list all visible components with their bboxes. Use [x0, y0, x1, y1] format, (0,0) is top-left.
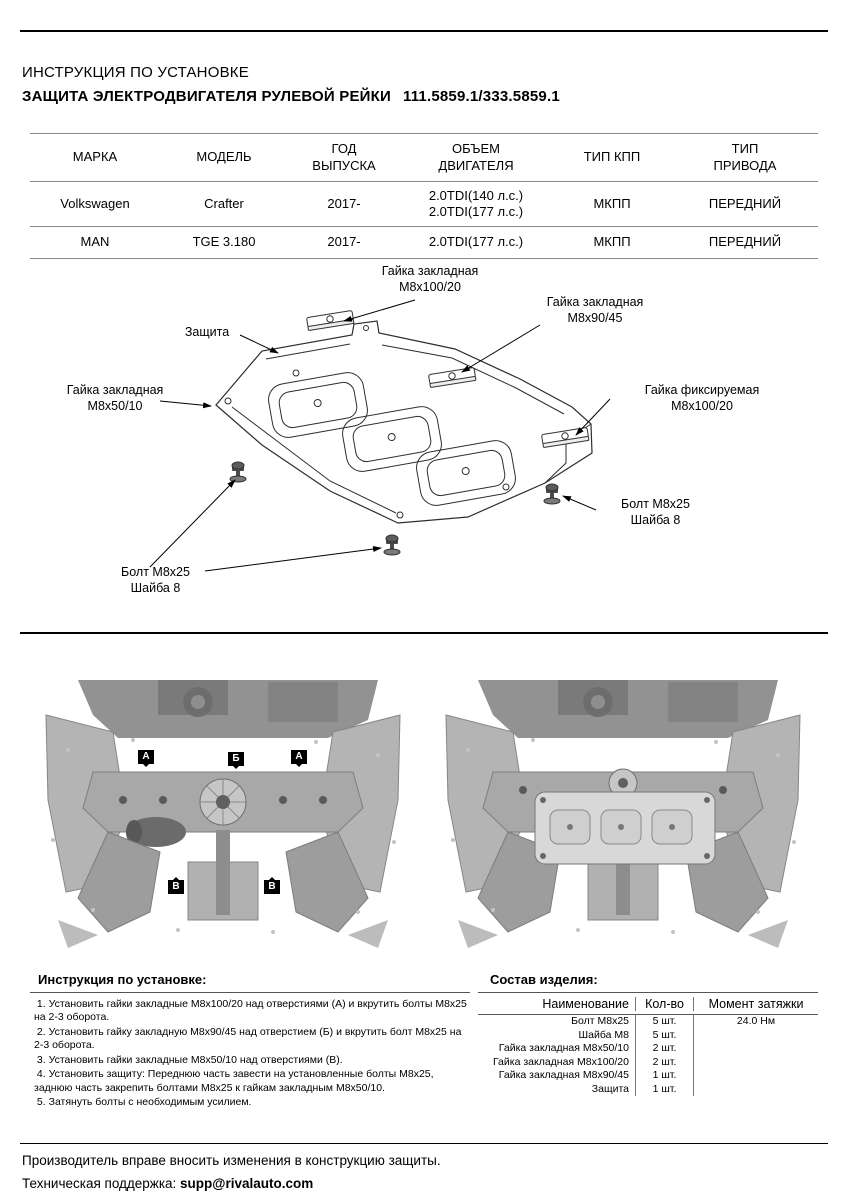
- bolt-washer-center-drawing: [383, 534, 401, 556]
- step-1: 1. Установить гайки закладные М8х100/20 …: [34, 998, 470, 1024]
- footer-divider: [20, 1143, 828, 1144]
- hole-marker-a2: А: [291, 750, 307, 767]
- part-name: Защита: [478, 1082, 636, 1096]
- label-slide-nut-m8x50: Гайка закладная М8х50/10: [66, 383, 164, 413]
- part-name: Болт М8х25: [478, 1015, 636, 1029]
- cell-engine: 2.0TDI(177 л.с.): [428, 234, 524, 250]
- part-torque: [694, 1042, 818, 1056]
- hole-marker-a1: А: [138, 750, 154, 767]
- parts-header-torque: Момент затяжки: [708, 997, 804, 1011]
- callout-arrows: [149, 299, 611, 572]
- parts-row: Гайка закладная М8х100/20 2 шт.: [478, 1055, 818, 1070]
- page-title: ИНСТРУКЦИЯ ПО УСТАНОВКЕ: [22, 64, 249, 81]
- exploded-diagram: Гайка закладная М8х100/20 Гайка закладна…: [0, 255, 848, 635]
- cell-drive: ПЕРЕДНИЙ: [708, 234, 782, 250]
- installation-steps-heading: Инструкция по установке:: [38, 972, 207, 987]
- subtitle-text: ЗАЩИТА ЭЛЕКТРОДВИГАТЕЛЯ РУЛЕВОЙ РЕЙКИ: [22, 88, 391, 105]
- part-qty: 5 шт.: [636, 1015, 694, 1029]
- support-label: Техническая поддержка:: [22, 1176, 181, 1191]
- label-slide-nut-m8x90: Гайка закладная М8х90/45: [546, 295, 644, 325]
- cell-gearbox: МКПП: [593, 195, 631, 211]
- fitment-header-marka: МАРКА: [72, 149, 118, 165]
- part-torque: [694, 1056, 818, 1070]
- cell-brand: MAN: [80, 234, 110, 250]
- part-name: Гайка закладная М8х50/10: [478, 1042, 636, 1056]
- fitment-header-model: МОДЕЛЬ: [196, 149, 252, 165]
- parts-list-heading: Состав изделия:: [490, 972, 598, 987]
- part-qty: 2 шт.: [636, 1055, 694, 1069]
- underbody-render-after: [438, 680, 808, 952]
- step-5: 5. Затянуть болты с необходимым усилием.: [34, 1096, 252, 1109]
- slide-nut-m8x100-drawing: [306, 310, 355, 331]
- parts-row: Болт М8х25 5 шт. 24.0 Нм: [478, 1015, 818, 1029]
- underbody-photo-before: А Б А В В: [38, 680, 408, 952]
- cell-model: Crafter: [204, 195, 244, 211]
- parts-row: Гайка закладная М8х50/10 2 шт.: [478, 1042, 818, 1056]
- label-fixed-nut-m8x100: Гайка фиксируемая М8х100/20: [644, 383, 760, 413]
- parts-row: Гайка закладная М8х90/45 1 шт.: [478, 1069, 818, 1083]
- fitment-header-drive: ТИП ПРИВОДА: [713, 141, 777, 173]
- parts-header-name: Наименование: [478, 997, 636, 1011]
- part-torque: [694, 1069, 818, 1083]
- label-slide-nut-m8x100: Гайка закладная М8х100/20: [381, 264, 479, 294]
- cell-engine: 2.0TDI(140 л.с.) 2.0TDI(177 л.с.): [428, 187, 524, 219]
- parts-header-qty: Кол-во: [636, 997, 694, 1011]
- step-2: 2. Установить гайку закладную М8х90/45 н…: [34, 1025, 465, 1052]
- fitment-header-gearbox: ТИП КПП: [583, 149, 641, 165]
- installation-steps: 1. Установить гайки закладные М8х100/20 …: [34, 998, 470, 1111]
- parts-rows: Болт М8х25 5 шт. 24.0 Нм Шайба М8 5 шт. …: [478, 1015, 818, 1096]
- manufacturer-disclaimer: Производитель вправе вносить изменения в…: [22, 1153, 441, 1168]
- shield-plate-drawing: [215, 320, 593, 524]
- part-name: Гайка закладная М8х100/20: [478, 1055, 636, 1069]
- cell-gearbox: МКПП: [593, 234, 631, 250]
- parts-row: Защита 1 шт.: [478, 1082, 818, 1097]
- fitment-table: МАРКА МОДЕЛЬ ГОД ВЫПУСКА ОБЪЕМ ДВИГАТЕЛЯ…: [30, 133, 818, 259]
- bolt-washer-right-drawing: [543, 483, 561, 505]
- cell-brand: Volkswagen: [60, 195, 130, 211]
- cell-year: 2017-: [327, 234, 361, 250]
- exploded-drawing: [149, 299, 611, 572]
- step-3: 3. Установить гайки закладные М8х50/10 н…: [34, 1053, 343, 1066]
- step-4: 4. Установить защиту: Переднюю часть зав…: [34, 1068, 437, 1094]
- part-name: Гайка закладная М8х90/45: [478, 1069, 636, 1083]
- part-name: Шайба М8: [478, 1028, 636, 1042]
- parts-table: Наименование Кол-во Момент затяжки Болт …: [478, 997, 818, 1096]
- page-subtitle: ЗАЩИТА ЭЛЕКТРОДВИГАТЕЛЯ РУЛЕВОЙ РЕЙКИ 111…: [22, 88, 560, 105]
- part-torque: [694, 1029, 818, 1043]
- label-shield: Защита: [184, 325, 230, 339]
- hole-marker-v2: В: [264, 877, 280, 894]
- hole-marker-b: Б: [228, 752, 244, 769]
- installed-shield-drawing: [534, 791, 716, 865]
- mid-divider: [20, 632, 828, 634]
- cell-model: TGE 3.180: [192, 234, 256, 250]
- part-torque: 24.0 Нм: [736, 1015, 776, 1027]
- label-bolt-left: Болт М8х25 Шайба 8: [121, 565, 190, 595]
- cell-drive: ПЕРЕДНИЙ: [708, 195, 782, 211]
- parts-heading-underline: [478, 992, 818, 993]
- underbody-render-before: [38, 680, 408, 952]
- part-numbers: 111.5859.1/333.5859.1: [403, 88, 560, 105]
- underbody-photo-after: [438, 680, 808, 952]
- part-qty: 1 шт.: [636, 1069, 694, 1083]
- fitment-header-row: МАРКА МОДЕЛЬ ГОД ВЫПУСКА ОБЪЕМ ДВИГАТЕЛЯ…: [30, 134, 818, 182]
- support-email: supp@rivalauto.com: [180, 1176, 314, 1191]
- parts-header-row: Наименование Кол-во Момент затяжки: [478, 997, 818, 1015]
- fitment-header-year: ГОД ВЫПУСКА: [312, 141, 376, 173]
- part-qty: 5 шт.: [636, 1028, 694, 1042]
- hole-marker-v1: В: [168, 877, 184, 894]
- fitment-row-man: MAN TGE 3.180 2017- 2.0TDI(177 л.с.) МКП…: [30, 227, 818, 259]
- fitment-header-engine: ОБЪЕМ ДВИГАТЕЛЯ: [438, 141, 514, 173]
- parts-row: Шайба М8 5 шт.: [478, 1028, 818, 1043]
- bolt-washer-left-drawing: [229, 461, 247, 483]
- steps-heading-underline: [30, 992, 470, 993]
- top-divider: [20, 30, 828, 32]
- support-line: Техническая поддержка: supp@rivalauto.co…: [22, 1176, 313, 1191]
- part-qty: 2 шт.: [636, 1042, 694, 1056]
- part-torque: [694, 1083, 818, 1097]
- fitment-row-volkswagen: Volkswagen Crafter 2017- 2.0TDI(140 л.с.…: [30, 182, 818, 227]
- label-bolt-right: Болт М8х25 Шайба 8: [621, 497, 690, 527]
- part-qty: 1 шт.: [636, 1082, 694, 1096]
- cell-year: 2017-: [327, 195, 361, 211]
